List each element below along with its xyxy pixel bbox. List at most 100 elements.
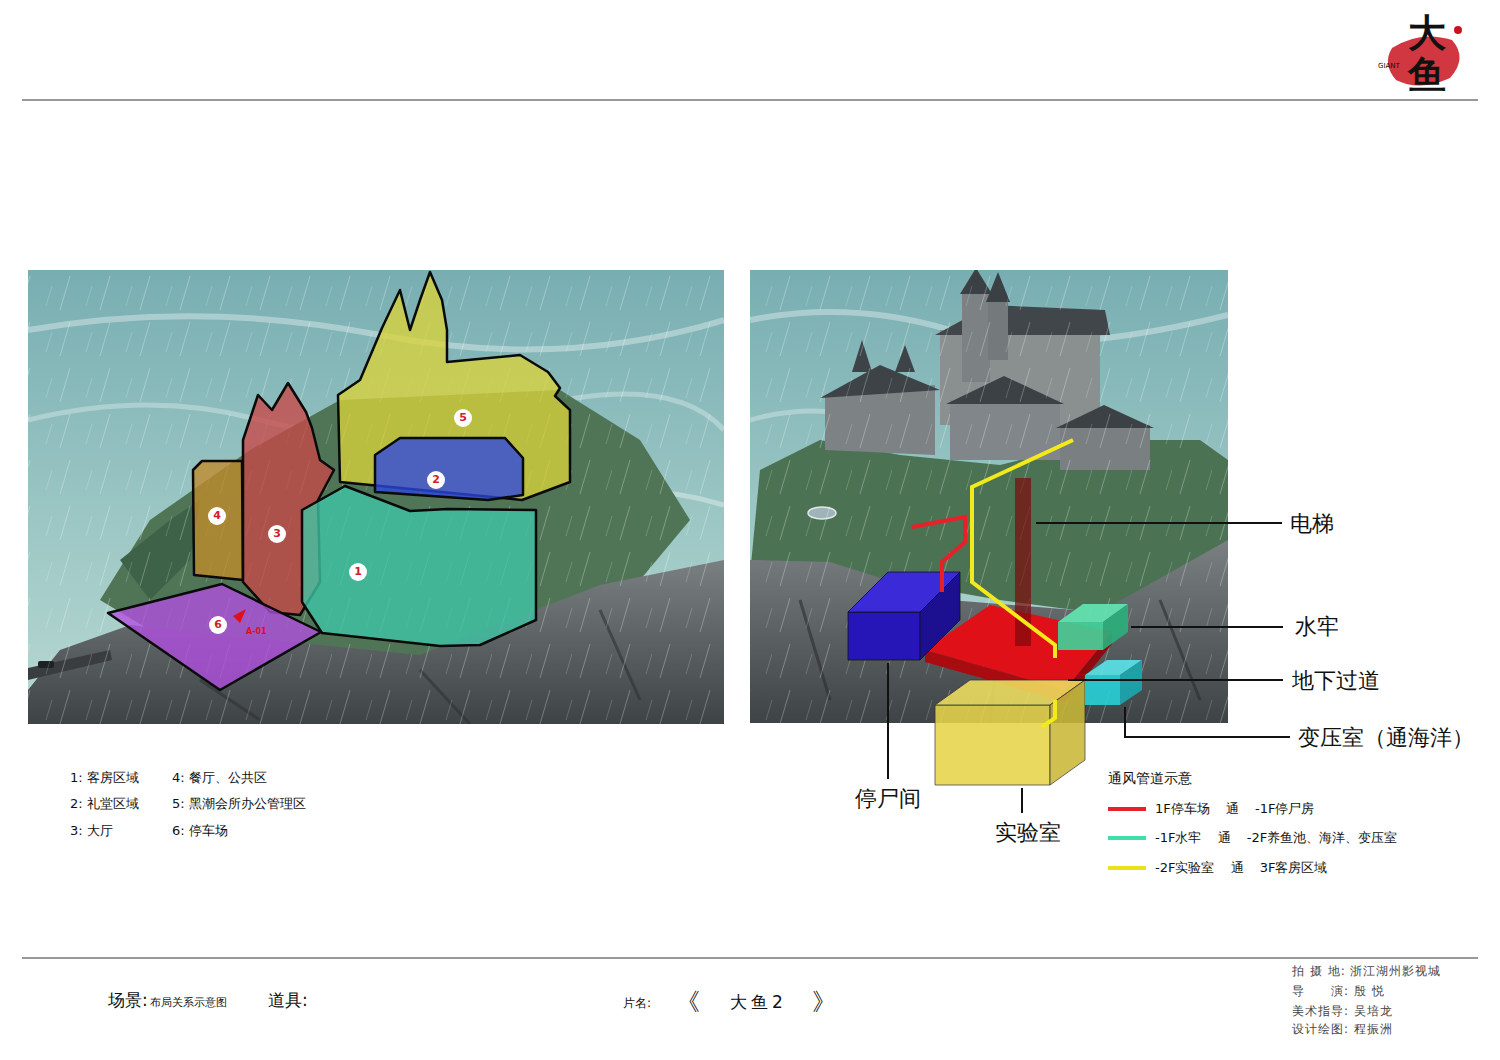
label-holder: 5: 黑潮会所办公管理区: [172, 795, 306, 813]
right-illustration: [750, 270, 1228, 723]
label-holder: 片名:: [623, 995, 651, 1012]
leader-line: [1131, 626, 1283, 628]
label-holder: 通风管道示意: [1108, 770, 1192, 788]
label-holder: 》: [812, 986, 836, 1018]
shot-label: A-01: [246, 627, 267, 636]
credit-line: 美术指导: 吴培龙: [1292, 1003, 1393, 1020]
text-holder: A-01: [246, 627, 267, 636]
region-outline: [302, 486, 536, 646]
callout-label: 电梯: [1290, 509, 1334, 539]
text-holder: 5: [454, 409, 472, 427]
legend-item: 1: 客房区域: [70, 769, 139, 787]
label-holder: 电梯: [1290, 509, 1334, 539]
legend-row: -1F水牢 通 -2F养鱼池、海洋、变压室: [1108, 829, 1488, 849]
title-bracket: 《: [676, 986, 700, 1018]
text-holder: 2: [427, 471, 445, 489]
callout-label: 实验室: [995, 818, 1061, 848]
header-rule: [22, 100, 1478, 101]
label-holder: 3: 大厅: [70, 822, 113, 840]
camera-arrow: [233, 609, 246, 623]
callout-label: 停尸间: [855, 784, 921, 814]
legend-swatch: [1108, 866, 1146, 870]
underground-rooms: [848, 612, 920, 660]
credit-line: 拍 摄 地: 浙江湖州影视城: [1292, 963, 1442, 980]
label-holder: 6: 停车场: [172, 822, 228, 840]
right-illustration: [750, 270, 1228, 723]
map-region: 1: [302, 486, 536, 646]
callout-number: 2: [427, 471, 445, 489]
callout-number: 1: [349, 563, 367, 581]
underground-rooms: [1103, 604, 1128, 650]
leader-line: [887, 663, 889, 779]
logo-subtitle: GIANT: [1378, 62, 1400, 70]
label-holder: 《: [676, 986, 700, 1018]
label-holder: 美术指导: 吴培龙: [1292, 1003, 1393, 1020]
label-holder: 水牢: [1295, 612, 1339, 642]
leader-line: [1068, 679, 1283, 681]
leader-line: [1021, 788, 1023, 813]
logo-text: 大鱼: [1408, 12, 1446, 96]
label-holder: 道具:: [268, 989, 308, 1012]
legend-row: -2F实验室 通 3F客房区域: [1108, 859, 1488, 879]
right-illustration: [750, 270, 1228, 723]
legend-row: 1F停车场 通 -1F停尸房: [1108, 800, 1488, 820]
legend-swatch: [1108, 807, 1146, 811]
label-holder: 实验室: [995, 818, 1061, 848]
text-holder: 6: [209, 616, 227, 634]
underground-rooms: [935, 705, 1050, 785]
underground-rooms: [1050, 680, 1085, 785]
callout-label: 地下过道: [1292, 666, 1380, 696]
label-holder: 2: 礼堂区域: [70, 795, 139, 813]
vent-pipes: [912, 440, 1073, 727]
legend-text: 1F停车场 通 -1F停尸房: [1155, 800, 1500, 818]
legend-text: -1F水牢 通 -2F养鱼池、海洋、变压室: [1155, 829, 1500, 847]
label-holder: 大鱼2: [730, 991, 787, 1014]
label-holder: 4: 餐厅、公共区: [172, 769, 267, 787]
legend-item: 6: 停车场: [172, 822, 228, 840]
left-illustration: [28, 270, 724, 724]
region-shape: [108, 584, 321, 690]
label-holder: 拍 摄 地: 浙江湖州影视城: [1292, 963, 1442, 980]
callout-label: 变压室（通海洋）: [1298, 723, 1474, 753]
leader-line: [1125, 707, 1290, 737]
region-shape: [375, 438, 523, 500]
callout-number: 5: [454, 409, 472, 427]
vent-pipes: [972, 440, 1073, 658]
label-holder: 大鱼: [1408, 12, 1446, 96]
text-holder: 1: [349, 563, 367, 581]
callout-number: 6: [209, 616, 227, 634]
map-region: 6A-01: [108, 584, 321, 690]
underground-rooms: [848, 478, 1142, 785]
label-holder: 1: 客房区域: [70, 769, 139, 787]
legend-item: 2: 礼堂区域: [70, 795, 139, 813]
underground-rooms: [1058, 622, 1103, 650]
label-holder: GIANT: [1378, 62, 1400, 70]
legend-item: 3: 大厅: [70, 822, 113, 840]
left-illustration: [28, 270, 724, 724]
label-holder: 布局关系示意图: [150, 995, 227, 1010]
region-outline: [108, 584, 321, 690]
vent-pipes: [912, 517, 965, 592]
legend-item: 4: 餐厅、公共区: [172, 769, 267, 787]
legend-item: 5: 黑潮会所办公管理区: [172, 795, 306, 813]
label-holder: 停尸间: [855, 784, 921, 814]
footer-value: 布局关系示意图: [150, 995, 227, 1010]
credit-line: 设计绘图: 程振洲: [1292, 1021, 1393, 1038]
label-holder: 变压室（通海洋）: [1298, 723, 1474, 753]
title-bracket: 》: [812, 986, 836, 1018]
region-shape: [338, 272, 570, 500]
map-region: 2: [375, 438, 523, 500]
underground-rooms: [1120, 660, 1142, 705]
region-shape: [302, 486, 536, 646]
callout-number: 3: [268, 525, 286, 543]
region-shape: [193, 461, 243, 580]
legend-title: 通风管道示意: [1108, 770, 1192, 788]
film-title: 大鱼2: [730, 991, 787, 1014]
credit-line: 导 演: 殷 悦: [1292, 983, 1385, 1000]
footer-field: 场景:: [108, 989, 148, 1012]
leader-line: [1036, 522, 1282, 524]
legend-swatch: [1108, 836, 1146, 840]
footer-field: 片名:: [623, 995, 651, 1012]
label-holder: 设计绘图: 程振洲: [1292, 1021, 1393, 1038]
label-holder: 场景:: [108, 989, 148, 1012]
